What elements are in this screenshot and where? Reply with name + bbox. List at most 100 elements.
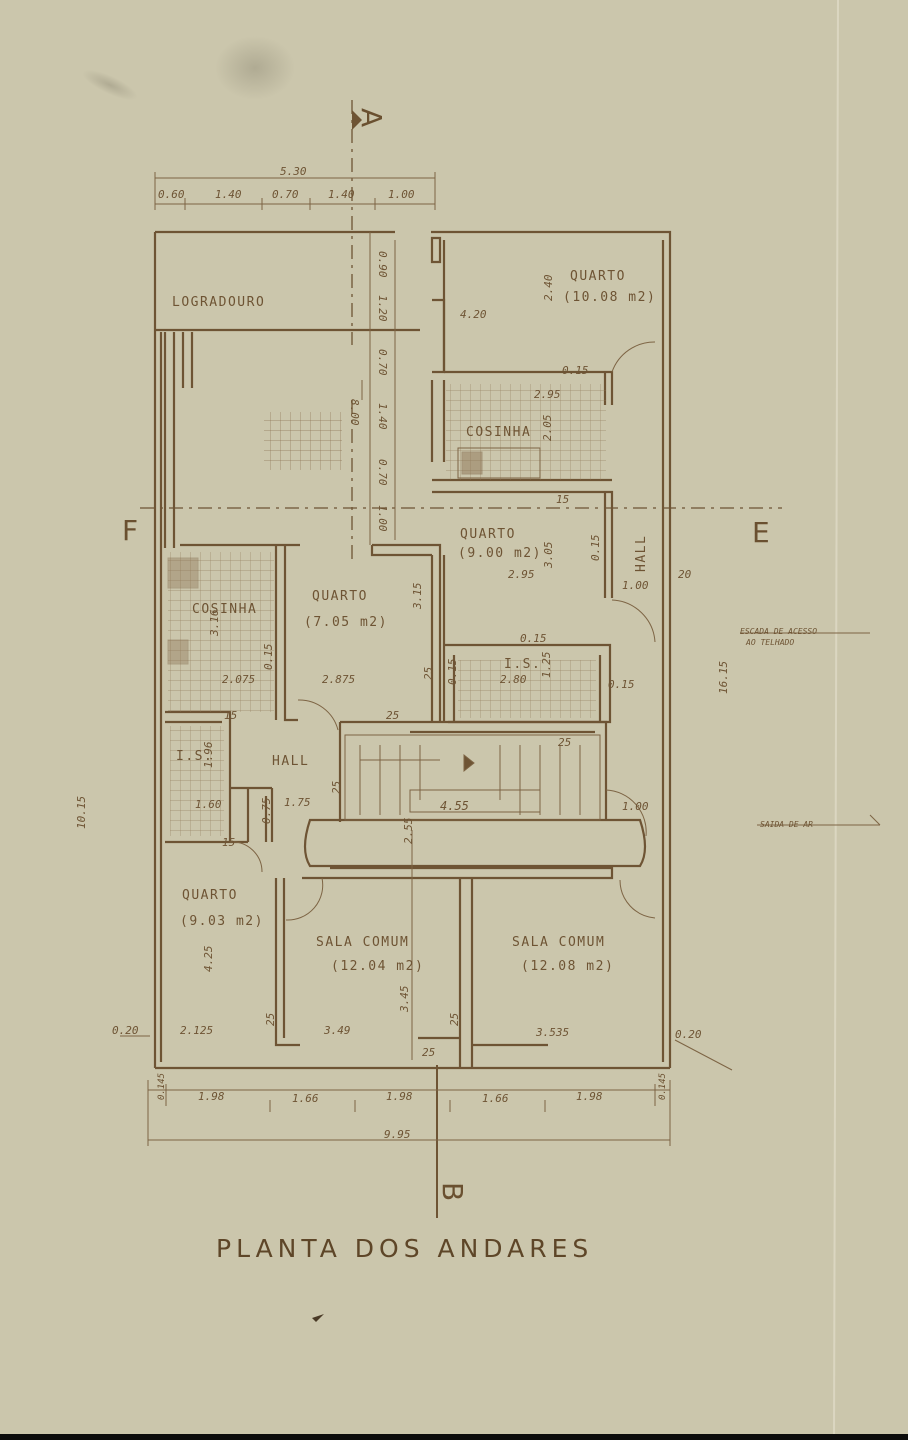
note-escada-2: AO TELHADO bbox=[745, 638, 794, 647]
dim-bottom-1: 1.98 bbox=[198, 1090, 225, 1103]
dim-295b: 2.95 bbox=[508, 568, 535, 581]
dim-015b: 0.15 bbox=[589, 535, 602, 562]
dim-015c: 0.15 bbox=[520, 632, 547, 645]
dim-top-5: 1.00 bbox=[388, 188, 415, 201]
dim-v-1: 0.90 bbox=[376, 251, 389, 278]
section-mark-f: F bbox=[122, 514, 138, 547]
room-sala-right-area: (12.08 m2) bbox=[521, 959, 614, 974]
room-sala-right: SALA COMUM bbox=[512, 935, 605, 950]
dim-196: 1.96 bbox=[202, 741, 215, 768]
dim-125: 1.25 bbox=[540, 652, 553, 679]
dim-2875: 2.875 bbox=[322, 673, 355, 686]
section-mark-e: E bbox=[752, 516, 770, 549]
dim-015a: 0.15 bbox=[562, 364, 589, 377]
dim-top-2: 1.40 bbox=[215, 188, 242, 201]
dim-25b: 25 bbox=[386, 709, 399, 722]
dim-015d: 0.15 bbox=[446, 659, 459, 686]
dim-020b: 0.20 bbox=[675, 1028, 702, 1041]
building-outline bbox=[153, 230, 672, 1070]
dim-349: 3.49 bbox=[323, 1024, 351, 1037]
tiled-area bbox=[264, 412, 342, 470]
ink-speck bbox=[312, 1314, 324, 1322]
dim-100a: 1.00 bbox=[622, 579, 649, 592]
dim-15a: 15 bbox=[556, 493, 569, 506]
dim-305: 3.05 bbox=[542, 542, 555, 570]
room-ts-right: I.S. bbox=[504, 657, 541, 672]
dim-v-4: 1.40 bbox=[376, 403, 389, 430]
entrance-landing bbox=[303, 818, 647, 868]
drawing-title: PLANTA DOS ANDARES bbox=[216, 1234, 593, 1263]
dim-295a: 2.95 bbox=[534, 388, 561, 401]
dim-2075: 2.075 bbox=[222, 673, 255, 686]
dim-top-1: 0.60 bbox=[158, 188, 185, 201]
dim-top-3: 0.70 bbox=[272, 188, 299, 201]
dim-bottom-2: 1.66 bbox=[292, 1092, 319, 1105]
paper-stain bbox=[82, 69, 138, 101]
note-saida: SAIDA DE AR bbox=[760, 820, 813, 829]
room-quarto-bottom-left: QUARTO bbox=[182, 888, 238, 903]
room-quarto-mid-right: QUARTO bbox=[460, 527, 516, 542]
dim-316: 3.16 bbox=[208, 609, 221, 637]
dim-corner-left: 0.145 bbox=[157, 1073, 167, 1100]
dim-25g: 25 bbox=[422, 1046, 435, 1059]
dim-015f: 0.15 bbox=[262, 644, 275, 671]
dim-25a: 25 bbox=[422, 667, 435, 680]
dim-075: 0.75 bbox=[260, 798, 273, 825]
door-swings bbox=[229, 341, 656, 921]
kitchen-counter bbox=[167, 447, 541, 665]
room-sala-left: SALA COMUM bbox=[316, 935, 409, 950]
dim-345: 3.45 bbox=[398, 986, 411, 1014]
dim-020a: 0.20 bbox=[112, 1024, 139, 1037]
room-quarto-bottom-left-area: (9.03 m2) bbox=[180, 914, 264, 929]
dim-205: 2.05 bbox=[541, 415, 554, 442]
dim-v-2: 1.20 bbox=[376, 295, 389, 322]
dim-25c: 25 bbox=[558, 736, 571, 749]
interior-walls bbox=[163, 240, 614, 1068]
dim-800: 8.00 bbox=[348, 399, 361, 426]
room-cosinha-right: COSINHA bbox=[466, 425, 531, 440]
room-quarto-mid-left: QUARTO bbox=[312, 589, 368, 604]
staircase bbox=[344, 734, 601, 821]
dim-2125: 2.125 bbox=[180, 1024, 213, 1037]
dim-bottom-3: 1.98 bbox=[386, 1090, 413, 1103]
dim-25f: 25 bbox=[448, 1013, 461, 1026]
dim-175: 1.75 bbox=[284, 796, 311, 809]
center-dimension-chain bbox=[361, 232, 413, 1060]
room-sala-left-area: (12.04 m2) bbox=[331, 959, 424, 974]
dim-315: 3.15 bbox=[411, 583, 424, 611]
paper-stain bbox=[215, 36, 295, 100]
bottom-dimension-chain bbox=[120, 632, 881, 1146]
kitchen-tiles bbox=[168, 552, 274, 712]
dim-15b: 15 bbox=[224, 709, 237, 722]
bath-tiles bbox=[170, 726, 224, 836]
dim-v-6: 1.00 bbox=[376, 505, 389, 532]
room-logradouro: LOGRADOURO bbox=[172, 295, 265, 310]
dim-160: 1.60 bbox=[195, 798, 222, 811]
scan-border bbox=[0, 1434, 908, 1440]
dim-15c: 15 bbox=[222, 836, 235, 849]
dim-100b: 1.00 bbox=[622, 800, 649, 813]
section-mark-a: A bbox=[355, 108, 388, 127]
paper-crease bbox=[833, 0, 839, 1440]
dim-425: 4.25 bbox=[202, 946, 215, 973]
dim-top-4: 1.40 bbox=[328, 188, 355, 201]
dim-25e: 25 bbox=[264, 1013, 277, 1026]
dim-v-3: 0.70 bbox=[376, 349, 389, 376]
section-mark-b: B bbox=[436, 1182, 469, 1201]
dim-bottom-total: 9.95 bbox=[384, 1128, 411, 1141]
bath-tiles bbox=[458, 660, 596, 718]
dim-3535: 3.535 bbox=[535, 1026, 569, 1039]
top-dimension-chain bbox=[154, 172, 436, 210]
room-quarto-mid-right-area: (9.00 m2) bbox=[458, 546, 542, 561]
dim-side-left: 10.15 bbox=[75, 796, 88, 829]
dim-top-total: 5.30 bbox=[280, 165, 307, 178]
note-escada-1: ESCADA DE ACESSO bbox=[740, 627, 817, 636]
dim-bottom-5: 1.98 bbox=[576, 1090, 603, 1103]
dim-20: 20 bbox=[678, 568, 692, 581]
dim-015e: 0.15 bbox=[608, 678, 635, 691]
dim-25d: 25 bbox=[330, 781, 343, 794]
room-quarto-mid-left-area: (7.05 m2) bbox=[304, 615, 388, 630]
dim-420: 4.20 bbox=[460, 308, 487, 321]
dim-corner-right: 0.145 bbox=[658, 1073, 668, 1100]
